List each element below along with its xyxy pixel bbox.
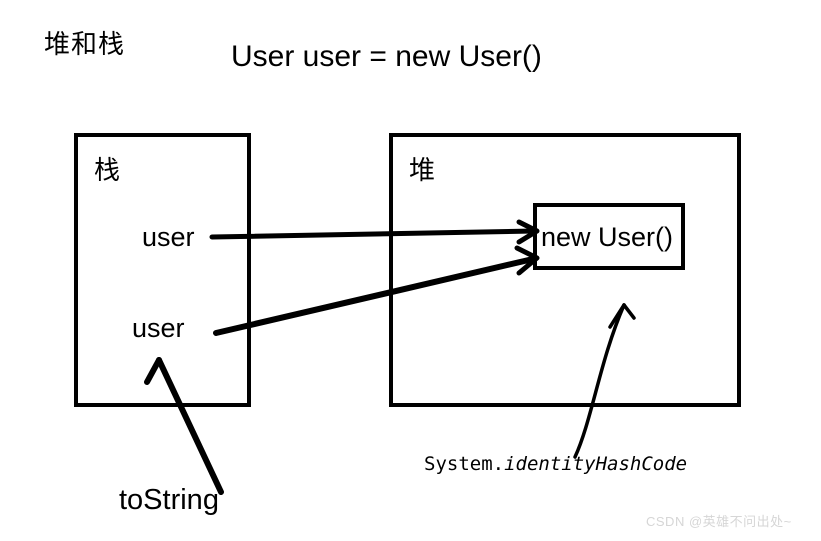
heap-box — [389, 133, 741, 407]
heap-object-box: new User() — [533, 203, 685, 270]
code-statement: User user = new User() — [231, 40, 542, 73]
identityhashcode-method: identityHashCode — [504, 453, 688, 475]
identityhashcode-annotation: System.identityHashCode — [424, 452, 687, 476]
stack-box-label: 栈 — [94, 155, 121, 185]
csdn-watermark: CSDN @英雄不问出处~ — [646, 514, 792, 529]
stack-variable-user-1: user — [142, 222, 195, 252]
tostring-annotation: toString — [119, 484, 219, 516]
stack-variable-user-2: user — [132, 313, 185, 343]
identityhashcode-prefix: System. — [424, 453, 505, 475]
heap-object-label: new User() — [541, 222, 674, 252]
heap-box-label: 堆 — [409, 155, 436, 185]
page-title: 堆和栈 — [44, 29, 126, 59]
